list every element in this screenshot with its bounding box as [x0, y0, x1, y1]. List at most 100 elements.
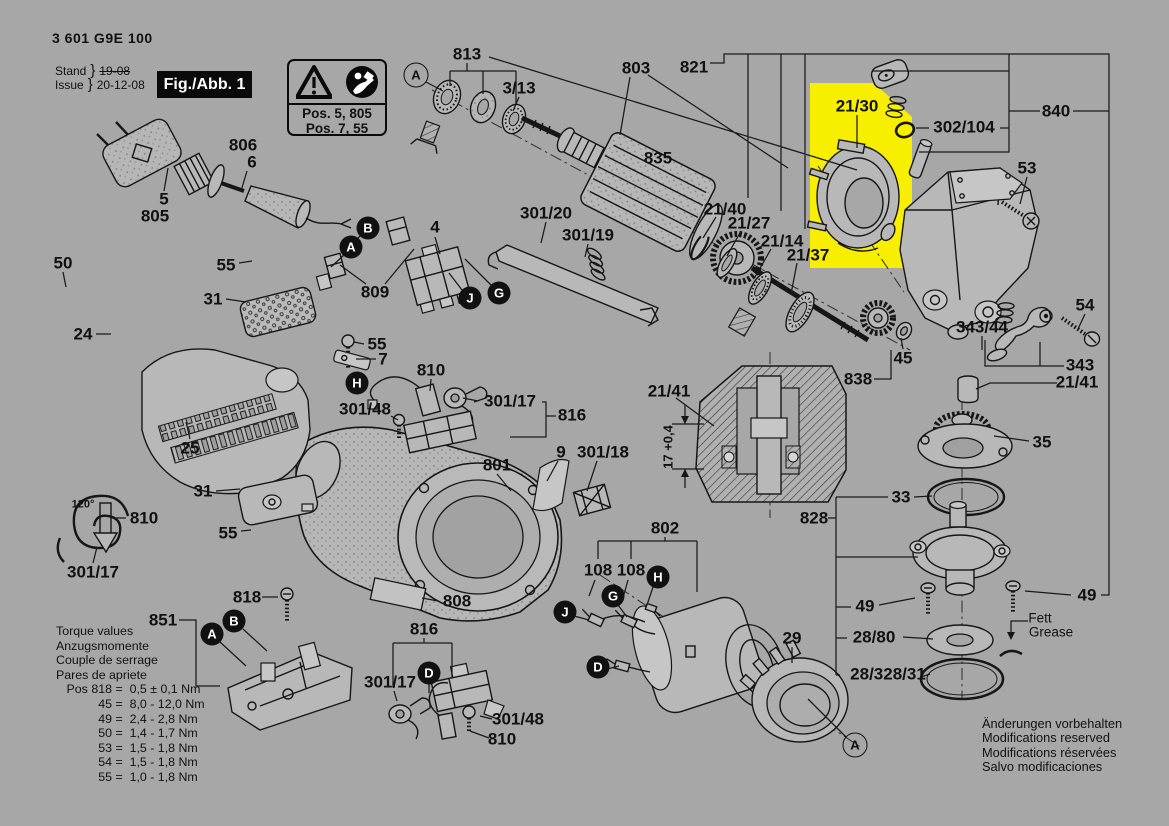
stator-drawing: [581, 596, 785, 714]
gearbox-cross-section-drawing: [672, 365, 847, 503]
part-label-805: 805: [140, 206, 170, 226]
part-label-5: 5: [159, 189, 169, 209]
torque-pos: 45: [98, 696, 112, 711]
part-label-810: 810: [487, 729, 517, 749]
view-marker-J: J: [553, 600, 577, 624]
handle-cover-drawing: [141, 348, 311, 495]
part-label-24: 24: [73, 324, 93, 344]
spindle-flange-drawing: [909, 500, 1011, 596]
footer-note-line: Salvo modificaciones: [982, 759, 1103, 775]
part-label-108: 108: [616, 560, 646, 580]
torque-row: 50 = 1,4 - 1,7 Nm: [56, 726, 205, 741]
part-label-49: 49: [855, 596, 875, 616]
torque-row: 45 = 8,0 - 12,0 Nm: [56, 696, 205, 712]
issue-date: 20-12-08: [96, 78, 145, 92]
part-label-50: 50: [53, 253, 73, 273]
part-label-810: 810: [129, 508, 159, 528]
washer-rings-drawing: [919, 620, 1028, 701]
motor-housing-drawing: [295, 426, 563, 622]
torque-row: 54 = 1,5 - 1,8 Nm: [56, 755, 205, 770]
screw-53-drawing: [1000, 200, 1040, 230]
part-label-838: 838: [843, 369, 873, 389]
part-label-45: 45: [893, 348, 913, 368]
gear-housing-drawing: [899, 167, 1039, 340]
part-label-301-48: 301/48: [339, 399, 391, 419]
torque-value: = 8,0 - 12,0 Nm: [112, 696, 205, 711]
view-marker-A: A: [842, 732, 868, 758]
torque-title-line: Torque values: [56, 624, 134, 638]
part-label-840: 840: [1041, 101, 1071, 121]
part-label-301-17: 301/17: [364, 672, 416, 692]
part-label-828: 828: [799, 508, 829, 528]
part-label-Fett: Fett: [1028, 610, 1052, 626]
part-label-Grease: Grease: [1028, 624, 1074, 640]
part-label-35: 35: [1032, 432, 1052, 452]
part-label-816: 816: [557, 405, 587, 425]
part-label-813: 813: [452, 44, 482, 64]
warning-box: Pos. 5, 805 Pos. 7, 55: [287, 59, 387, 136]
part-label-343: 343: [1065, 355, 1095, 375]
part-label-801: 801: [482, 455, 512, 475]
screws-49-drawing: [920, 580, 1021, 614]
part-label-7: 7: [378, 349, 388, 369]
spindle-lock-button-drawing: [870, 59, 933, 179]
part-label-120-: 120°: [71, 498, 95, 511]
leader-lines: [62, 53, 1110, 739]
torque-value: = 1,5 - 1,8 Nm: [112, 755, 198, 770]
torque-row: Pos 818 = 0,5 ± 0,1 Nm: [56, 682, 205, 697]
view-marker-D: D: [417, 661, 441, 685]
part-label-21-30: 21/30: [835, 96, 879, 116]
view-marker-J: J: [458, 286, 482, 310]
switch-assembly-bottom-drawing: [388, 662, 505, 740]
part-label-28-328-31: 28/328/31: [850, 664, 926, 684]
cover-plates-drawing: [237, 286, 319, 526]
part-label-816: 816: [409, 619, 439, 639]
part-label-6: 6: [247, 152, 257, 172]
view-marker-H: H: [345, 371, 369, 395]
view-marker-D: D: [586, 655, 610, 679]
part-label-55: 55: [216, 255, 236, 275]
part-label-21-14: 21/14: [760, 231, 804, 251]
brace: }: [90, 62, 96, 79]
part-label-802: 802: [650, 518, 680, 538]
torque-title-line: Couple de serrage: [56, 653, 158, 668]
part-label-806: 806: [228, 135, 258, 155]
bevel-gear-drawing: [917, 411, 1013, 469]
power-cord-drawing: [96, 118, 352, 229]
part-label-54: 54: [1075, 295, 1095, 315]
part-label-803: 803: [621, 58, 651, 78]
pinion-drawing: [860, 300, 913, 341]
linkage-bar-drawing: [487, 244, 659, 327]
part-label-4: 4: [430, 217, 440, 237]
footer-note-line: Änderungen vorbehalten: [982, 716, 1123, 731]
torque-value: = 1,4 - 1,7 Nm: [112, 726, 198, 741]
part-label-49: 49: [1077, 585, 1097, 605]
brace: }: [87, 76, 93, 93]
torque-pos: 54: [98, 755, 112, 770]
part-label-55: 55: [218, 523, 238, 543]
part-label-21-40: 21/40: [703, 199, 747, 219]
torque-title-line: Pares de apriete: [56, 667, 147, 682]
torque-row: 55 = 1,0 - 1,8 Nm: [56, 770, 205, 785]
part-label-301-19: 301/19: [562, 225, 614, 245]
part-label-301-48: 301/48: [492, 709, 544, 729]
figure-label: Fig./Abb. 1: [157, 71, 252, 98]
part-label-821: 821: [679, 57, 709, 77]
part-label-851: 851: [148, 610, 178, 630]
view-marker-B: B: [222, 609, 246, 633]
view-marker-B: B: [356, 216, 380, 240]
guard-flange-drawing: [806, 139, 900, 252]
torque-value: = 1,0 - 1,8 Nm: [112, 769, 198, 784]
torque-pos: 49: [98, 711, 112, 726]
part-label-21-41: 21/41: [647, 381, 691, 401]
part-label-818: 818: [232, 587, 262, 607]
part-label-21-37: 21/37: [786, 245, 830, 265]
part-label-835: 835: [643, 148, 673, 168]
part-label-810: 810: [416, 360, 446, 380]
part-label-301-17: 301/17: [67, 562, 119, 582]
lock-lever-drawing: [957, 302, 1101, 404]
